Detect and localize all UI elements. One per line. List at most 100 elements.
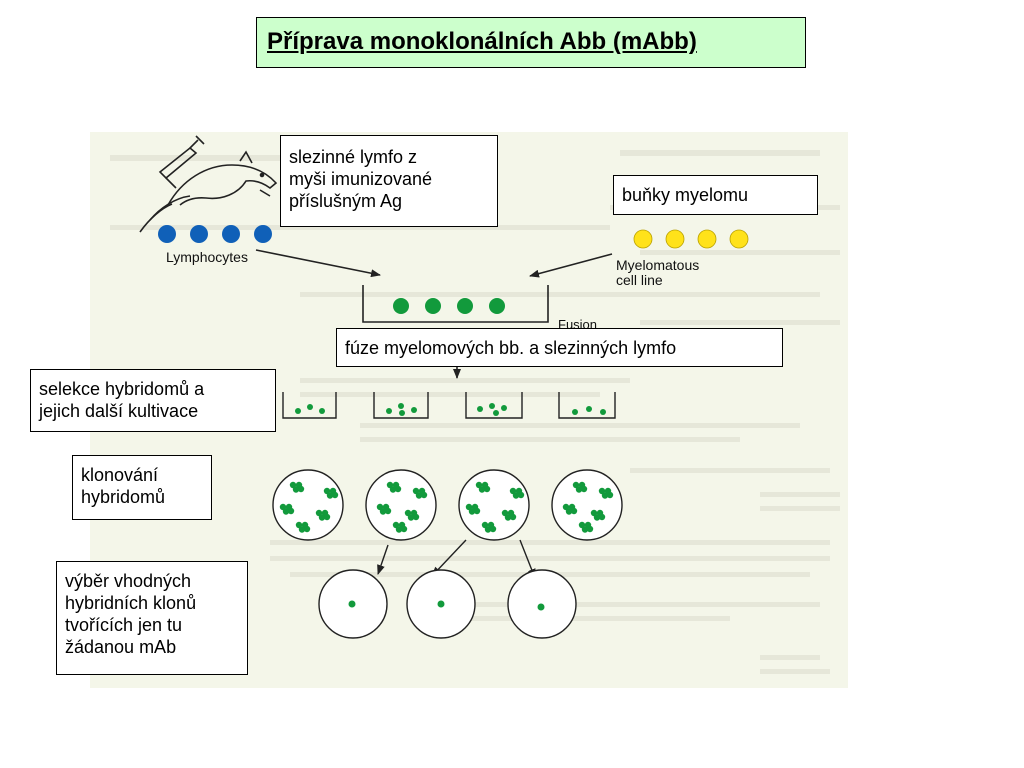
cloning-dish	[272, 469, 344, 541]
selection-well	[465, 392, 523, 419]
note-line: fúze myelomových bb. a slezinných lymfo	[345, 338, 677, 358]
note-line: příslušným Ag	[289, 191, 403, 211]
colony-cell	[289, 481, 297, 489]
colony-cell	[468, 508, 476, 515]
colony-cell	[292, 486, 300, 493]
colony-cell	[570, 507, 578, 515]
selection-well	[282, 392, 337, 419]
colony-cell	[565, 508, 573, 515]
colony-cell	[420, 491, 428, 499]
colony-cell	[303, 525, 311, 533]
note-line: myši imunizované	[289, 169, 433, 189]
lymphocyte-cell	[158, 225, 176, 243]
colony-cell	[484, 526, 492, 533]
colony-cell	[412, 513, 420, 521]
colony-cell	[586, 525, 594, 533]
myelomatous-label: Myelomatous	[616, 257, 699, 273]
colony-cell	[389, 486, 397, 493]
colony-cell	[481, 521, 489, 529]
note-clone-choice: výběr vhodných hybridních klonů tvořícíc…	[56, 561, 248, 675]
colony-cell	[578, 521, 586, 529]
selection-well-cells	[295, 403, 606, 416]
colony-cell	[326, 492, 334, 499]
colony-cell	[606, 491, 614, 499]
note-line: selekce hybridomů a	[39, 379, 205, 399]
selected-clone	[348, 600, 356, 608]
selected-clone	[537, 603, 545, 611]
colony-cell	[412, 487, 420, 495]
colony-cell	[379, 508, 387, 515]
note-fusion: fúze myelomových bb. a slezinných lymfo	[336, 328, 783, 367]
colony-cell	[318, 514, 326, 521]
colony-cell	[295, 521, 303, 529]
cloning-dish-colonies	[279, 481, 614, 533]
note-line: tvořících jen tu	[65, 615, 183, 635]
cloning-dish	[551, 469, 623, 541]
colony-cell	[504, 514, 512, 521]
colony-cell	[279, 503, 287, 511]
cell-line-label: cell line	[616, 272, 663, 288]
hybridoma-cell	[425, 298, 441, 314]
colony-cell	[601, 492, 609, 499]
colony-cell	[384, 507, 392, 515]
colony-cell	[404, 509, 412, 517]
cloning-dishes	[272, 469, 623, 541]
lymphocytes-label: Lymphocytes	[166, 249, 248, 265]
colony-cell	[489, 525, 497, 533]
arrow-cloning-to-choice-1	[377, 544, 389, 575]
colony-cell	[473, 507, 481, 515]
colony-cell	[512, 492, 520, 499]
myeloma-cell	[697, 229, 717, 249]
colony-cell	[392, 521, 400, 529]
note-line: žádanou mAb	[65, 637, 177, 657]
lymphocyte-cell	[254, 225, 272, 243]
mouse-with-syringe-icon	[139, 135, 278, 233]
colony-cell	[581, 526, 589, 533]
colony-cell	[572, 481, 580, 489]
myeloma-cell	[665, 229, 685, 249]
hybridoma-cell	[489, 298, 505, 314]
colony-cell	[580, 485, 588, 493]
page-title: Příprava monoklonálních Abb (mAbb)	[267, 28, 697, 55]
colony-cell	[323, 487, 331, 495]
myeloma-cell	[729, 229, 749, 249]
colony-cell	[287, 507, 295, 515]
note-line: jejich další kultivace	[39, 401, 199, 421]
colony-cell	[315, 509, 323, 517]
colony-cell	[509, 487, 517, 495]
title-box: Příprava monoklonálních Abb (mAbb)	[256, 17, 806, 68]
colony-cell	[478, 486, 486, 493]
note-spleen-lymphocytes: slezinné lymfo z myši imunizované příslu…	[280, 135, 498, 227]
colony-cell	[517, 491, 525, 499]
colony-cell	[415, 492, 423, 499]
colony-cell	[323, 513, 331, 521]
colony-cell	[376, 503, 384, 511]
colony-cell	[394, 485, 402, 493]
selected-clones	[348, 600, 545, 611]
colony-cell	[297, 485, 305, 493]
note-line: buňky myelomu	[622, 185, 749, 205]
selected-clone	[437, 600, 445, 608]
lymphocyte-cell	[190, 225, 208, 243]
selection-well	[558, 392, 616, 419]
colony-cell	[483, 485, 491, 493]
arrow-myeloma-to-fusion	[529, 253, 613, 278]
colony-cell	[298, 526, 306, 533]
selection-wells	[282, 392, 616, 419]
colony-cell	[590, 509, 598, 517]
choice-dishes	[318, 569, 577, 639]
colony-cell	[562, 503, 570, 511]
colony-cell	[331, 491, 339, 499]
note-selection: selekce hybridomů a jejich další kultiva…	[30, 369, 276, 432]
hybridoma-cell	[393, 298, 409, 314]
note-cloning: klonování hybridomů	[72, 455, 212, 520]
fusion-vessel	[362, 285, 549, 323]
myeloma-cell	[633, 229, 653, 249]
arrow-lymphocytes-to-fusion	[255, 249, 381, 278]
note-line: výběr vhodných	[65, 571, 192, 591]
colony-cell	[386, 481, 394, 489]
cloning-dish	[458, 469, 530, 541]
colony-cell	[395, 526, 403, 533]
selection-well	[373, 392, 429, 419]
